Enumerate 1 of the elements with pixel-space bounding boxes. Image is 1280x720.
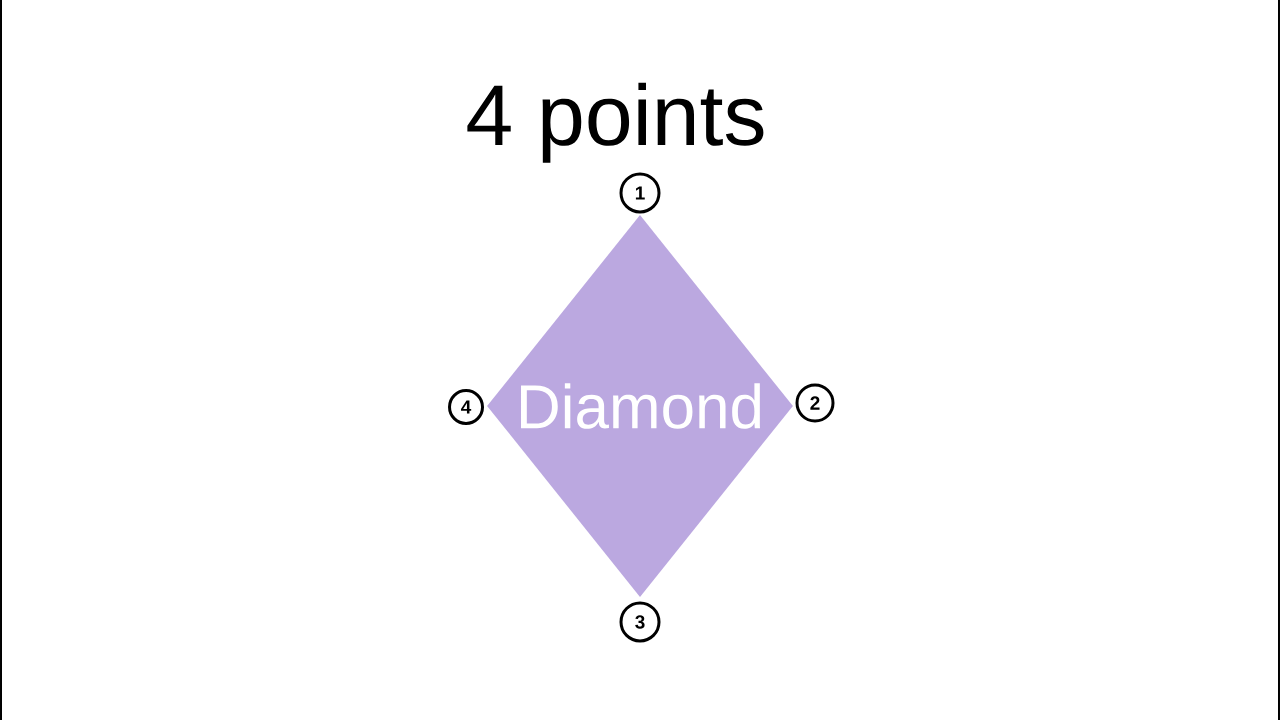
title: 4 points [467,82,764,163]
